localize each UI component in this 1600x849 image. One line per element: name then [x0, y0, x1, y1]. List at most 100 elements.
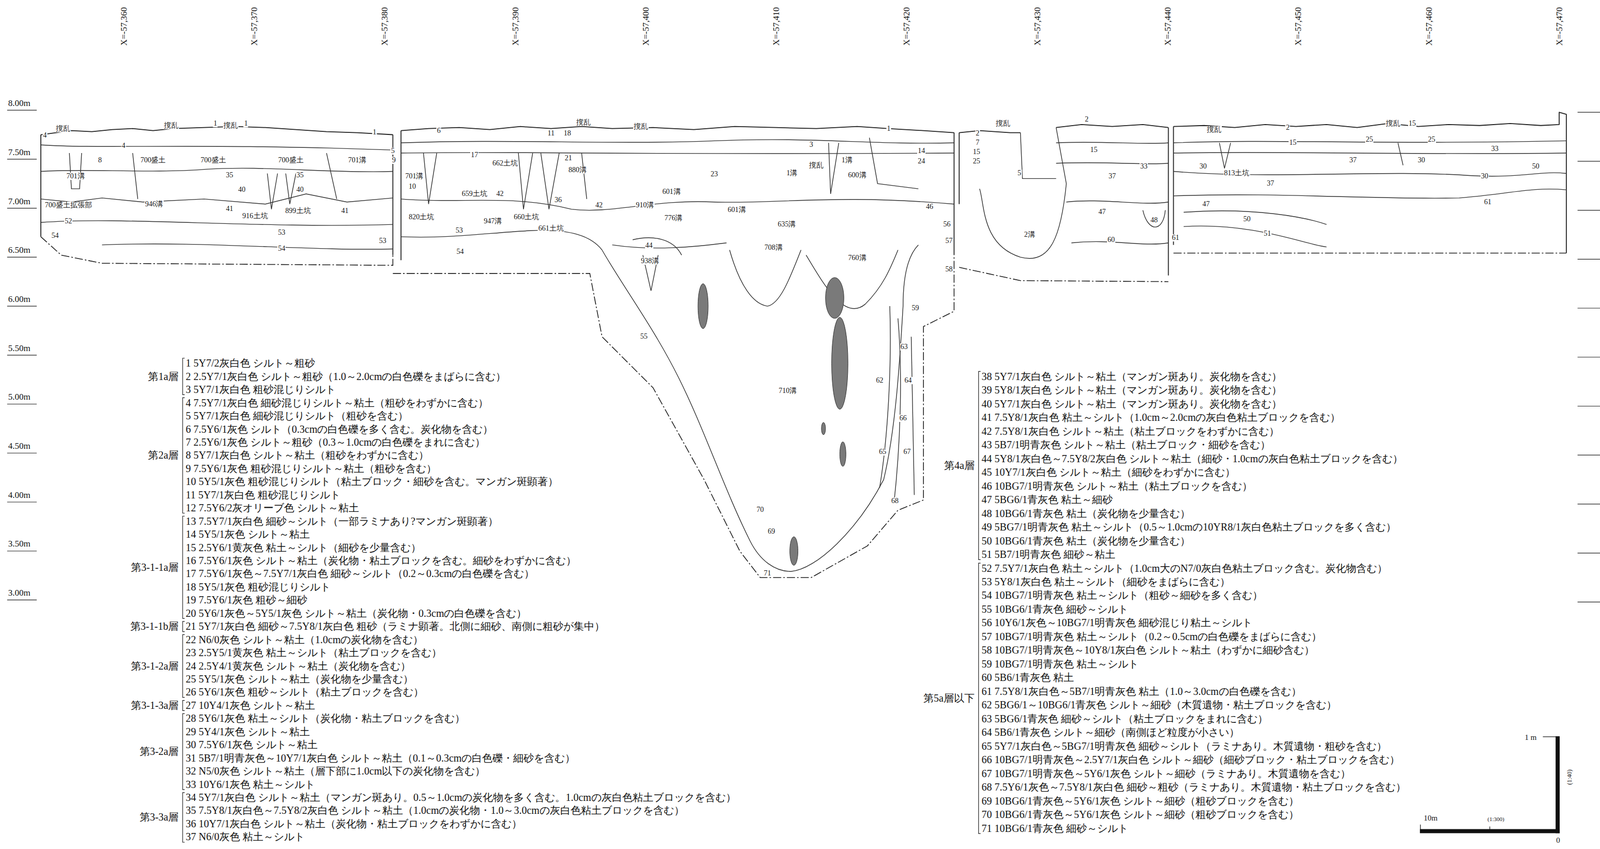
layer-number: 17 — [470, 151, 479, 159]
layer-bracket — [182, 713, 185, 790]
layer-description: 24 2.5Y4/1黄灰色 シルト～粘土（炭化物を含む） — [185, 661, 411, 672]
section-outline — [40, 135, 42, 237]
layer-number: 899土坑 — [285, 207, 312, 215]
layer-boundary — [40, 220, 394, 226]
layer-number: 4 — [42, 131, 48, 140]
layer-number: 44 — [645, 242, 654, 250]
layer-description: 35 7.5Y8/1灰白色～7.5Y8/2灰白色 シルト～粘土（1.0cmの炭化… — [185, 805, 685, 816]
layer-description: 61 7.5Y8/1灰白色～5B7/1明青灰色 粘土（1.0～3.0cmの白色礫… — [981, 686, 1302, 697]
layer-description: 6 7.5Y6/1灰色 シルト（0.3cmの白色礫を多く含む。炭化物を含む） — [185, 424, 493, 435]
layer-number: 3 — [809, 141, 814, 149]
layer-boundary — [1183, 211, 1327, 225]
layer-bracket — [182, 621, 185, 633]
layer-description: 56 10Y6/1灰色～10BG7/1明青灰色 細砂混じり粘土～シルト — [981, 617, 1253, 628]
layer-number: 910溝 — [635, 201, 655, 209]
layer-number: 2 — [975, 129, 980, 138]
layer-number: 61 — [1483, 198, 1492, 206]
layer-number: 55 — [639, 333, 649, 341]
layer-description: 52 7.5Y7/1灰白色 粘土～シルト（1.0cm大のN7/0灰白色粘土ブロッ… — [981, 563, 1388, 574]
layer-number: 50 — [1243, 215, 1252, 223]
layer-description: 70 10BG6/1青灰色～5Y6/1灰色 シルト～細砂（粗砂ブロックを含む） — [981, 809, 1299, 820]
layer-description: 15 2.5Y6/1黄灰色 粘土～シルト（細砂を少量含む） — [185, 542, 422, 553]
layer-bracket — [182, 700, 185, 712]
axis-label: X=-57,460 — [1424, 7, 1433, 46]
scale-label: (1:40) — [1566, 769, 1573, 785]
layer-description: 2 2.5Y7/1灰白色 シルト～粗砂（1.0～2.0cmの白色礫をまばらに含む… — [185, 371, 506, 382]
elevation-label: 4.00m — [8, 490, 31, 500]
elevation-tick — [7, 305, 37, 307]
layer-description: 68 7.5Y6/1灰色～7.5Y8/1灰白色 細砂～粗砂（ラミナあり。木質遺物… — [981, 782, 1407, 793]
layer-description: 26 5Y6/1灰色 粗砂～シルト（粘土ブロックを含む） — [185, 686, 424, 698]
layer-number: 64 — [904, 377, 913, 385]
layer-number: 15 — [1089, 146, 1099, 154]
layer-group: 第3-1-2a層 — [130, 661, 179, 672]
excavation-limit — [959, 267, 1169, 282]
elevation-tick — [7, 158, 37, 160]
layer-description: 32 N5/0灰色 シルト～粘土（層下部に1.0cm以下の炭化物を含む） — [185, 766, 486, 777]
layer-boundary — [1173, 189, 1566, 199]
axis-label: X=-57,400 — [640, 7, 650, 46]
layer-description: 39 5Y8/1灰白色 シルト～粘土（マンガン斑あり。炭化物を含む） — [981, 384, 1282, 396]
layer-description: 21 5Y7/1灰白色 細砂～7.5Y8/1灰白色 粗砂（ラミナ顕著。北側に細砂… — [185, 621, 605, 632]
layer-number: 71 — [763, 570, 772, 578]
layer-number: 661土坑 — [537, 225, 565, 233]
elevation-tick — [7, 453, 37, 454]
wood-remains — [839, 442, 846, 467]
layer-boundary — [612, 243, 727, 249]
elevation-tick — [1577, 552, 1600, 554]
layer-boundary — [1219, 142, 1403, 169]
scale-bar — [1556, 737, 1560, 834]
layer-number: 2 — [1084, 115, 1089, 124]
scale-bar — [1420, 825, 1490, 831]
layer-number: 61 — [1171, 234, 1180, 242]
wood-remains — [697, 277, 848, 566]
layer-number: 25 — [1427, 136, 1437, 144]
layer-boundary — [1183, 226, 1327, 247]
layer-boundary — [1056, 162, 1169, 164]
wood-remains — [789, 536, 799, 566]
axis-label: X=-57,380 — [380, 7, 390, 46]
excavation-limit — [392, 255, 954, 578]
layer-bracket — [182, 397, 185, 514]
layer-number: 30 — [1417, 156, 1426, 164]
wood-remains — [831, 317, 849, 410]
layer-description: 37 N6/0灰色 粘土～シルト — [185, 831, 305, 843]
layer-number: 5 — [1017, 169, 1022, 177]
layer-description: 11 5Y7/1灰白色 粗砂混じりシルト — [185, 489, 341, 501]
layer-boundary — [285, 173, 296, 205]
section-outline — [953, 132, 955, 256]
layer-number: 946溝 — [144, 200, 164, 208]
section-outline — [959, 124, 1169, 133]
layer-number: 33 — [1139, 162, 1148, 171]
layer-boundary — [1056, 142, 1169, 144]
excavation-limit — [40, 236, 1567, 578]
layer-number: 635溝 — [776, 220, 797, 229]
layer-number: 30 — [1199, 162, 1208, 171]
layer-number: 813土坑 — [1223, 169, 1250, 177]
layer-number: 938溝 — [640, 257, 660, 265]
section-outline — [1173, 112, 1566, 253]
elevation-tick — [7, 110, 37, 111]
layer-number: 760溝 — [847, 254, 867, 262]
layer-number: 6 — [436, 127, 442, 135]
layer-description: 49 5BG7/1明青灰色 粘土～シルト（0.5～1.0cmの10YR8/1灰白… — [981, 521, 1397, 533]
layer-number: 21 — [564, 154, 573, 162]
layer-number: 710溝 — [778, 387, 798, 395]
layer-boundary — [911, 336, 915, 496]
elevation-tick — [7, 207, 37, 209]
layer-number: 70 — [756, 506, 765, 514]
layer-description: 38 5Y7/1灰白色 シルト～粘土（マンガン斑あり。炭化物を含む） — [981, 371, 1282, 382]
layer-boundary — [69, 153, 82, 189]
layer-number: 700盛土拡張部 — [44, 201, 93, 209]
layer-bracket — [182, 634, 185, 698]
layer-description: 4 7.5Y7/1灰白色 細砂混じりシルト～粘土（粗砂をわずかに含む） — [185, 397, 489, 409]
elevation-label: 3.50m — [8, 539, 31, 549]
layer-group: 第3-3a層 — [139, 812, 179, 823]
layer-description: 22 N6/0灰色 シルト～粘土（1.0cmの炭化物を含む） — [185, 634, 424, 646]
elevation-tick — [1577, 602, 1600, 603]
layer-boundary — [400, 230, 603, 250]
layer-bracket — [182, 516, 185, 619]
layer-description: 40 5Y7/1灰白色 シルト～粘土（マンガン斑あり。炭化物を含む） — [981, 398, 1282, 410]
layer-description: 60 5B6/1青灰色 粘土 — [981, 672, 1075, 683]
